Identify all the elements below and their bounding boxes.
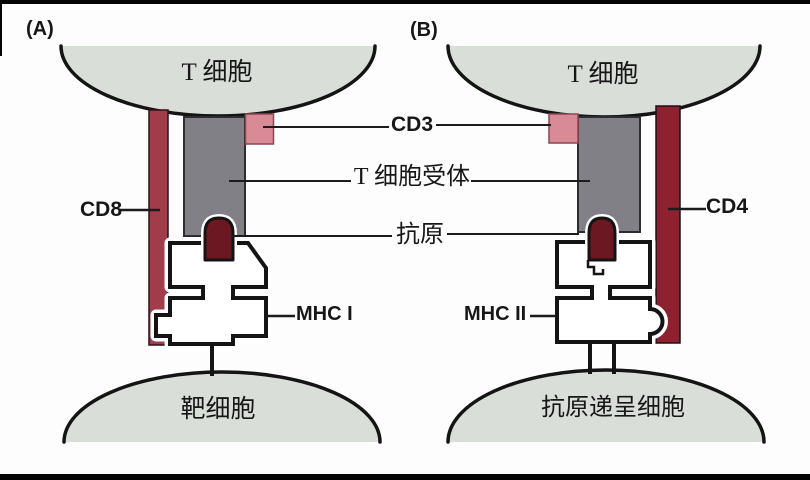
apc-cell-shape: [448, 370, 764, 442]
cd3-shape-b: [548, 113, 579, 144]
target-cell-shape: [64, 372, 380, 442]
apc-cell-label: 抗原递呈细胞: [541, 395, 685, 421]
antigen-label: 抗原: [396, 222, 444, 248]
cd8-label: CD8: [80, 198, 123, 221]
tcr-shape-b: [577, 116, 641, 233]
t-cell-shape-b: [448, 46, 760, 117]
apc-cell-outline: [446, 368, 766, 444]
frame-border-left: [0, 0, 2, 56]
antigen-shape-a: [203, 216, 235, 262]
mhc1-label: MHC I: [296, 303, 353, 325]
t-cell-label-a: T 细胞: [181, 59, 253, 86]
frame-border-top: [0, 0, 810, 4]
panel-a-tag: (A): [26, 18, 54, 40]
target-cell-label: 靶细胞: [180, 396, 256, 423]
panel-b-tag: (B): [410, 19, 438, 41]
t-cell-shape-a: [61, 46, 375, 116]
antigen-shape-b: [587, 216, 617, 262]
cd4-coreceptor-bar: [655, 105, 681, 344]
tcr-label: T 细胞受体: [353, 164, 471, 190]
t-cell-label-b: T 细胞: [567, 61, 639, 88]
cd3-label: CD3: [390, 113, 434, 136]
cd4-label: CD4: [706, 195, 749, 218]
mhc1-shape: [154, 241, 268, 346]
mhc2-groove-step: [586, 260, 605, 276]
target-cell-outline: [62, 370, 382, 444]
frame-border-bottom: [0, 474, 810, 480]
mhc2-label: MHC II: [464, 303, 527, 325]
cd3-shape-a: [244, 113, 275, 145]
cd8-coreceptor-bar: [148, 109, 169, 346]
mhc2-shape: [555, 240, 665, 344]
